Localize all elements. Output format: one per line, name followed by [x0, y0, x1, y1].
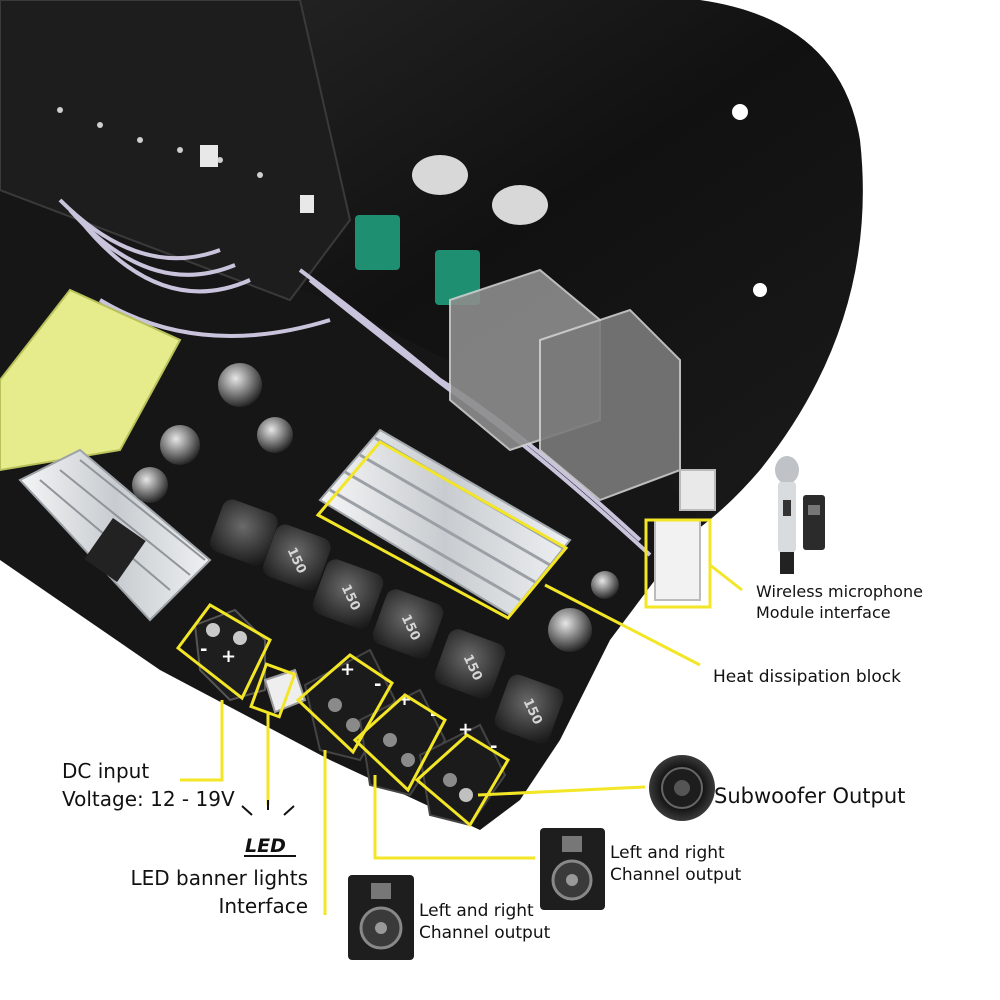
highlight-led	[249, 662, 297, 719]
highlight-ch2	[352, 693, 447, 793]
dc-input-label-line2: Voltage: 12 - 19V	[62, 787, 235, 811]
transformer	[0, 288, 182, 472]
display-board-dots	[57, 107, 314, 213]
channel-output-label-right: Left and right Channel output	[610, 842, 741, 886]
highlight-ch1	[295, 653, 394, 755]
heat-label-text: Heat dissipation block	[713, 667, 901, 687]
channel-output-right-line1: Left and right	[610, 843, 725, 863]
bookshelf-speaker-icon	[540, 828, 605, 910]
led-icon-text: LED	[245, 835, 286, 857]
plus-mark: +	[221, 646, 236, 667]
subwoofer-icon	[649, 755, 715, 821]
leader-subwoofer	[477, 785, 646, 797]
dc-input-label-line1: DC input	[62, 759, 150, 783]
highlight-wireless	[644, 518, 712, 609]
minus-mark: -	[200, 639, 207, 660]
channel-output-label-left: Left and right Channel output	[419, 900, 550, 944]
leader-dc	[180, 700, 224, 782]
channel-output-left-line2: Channel output	[419, 923, 551, 943]
bookshelf-speaker-icon	[348, 875, 414, 960]
mount-hole	[753, 283, 767, 297]
subwoofer-label: Subwoofer Output	[714, 782, 905, 811]
heat-dissipation-block	[318, 428, 572, 617]
wireless-label-line2: Module interface	[756, 603, 891, 622]
channel-output-left-line1: Left and right	[419, 901, 534, 921]
plus-mark: +	[397, 689, 412, 710]
leader-lines	[180, 563, 743, 915]
mount-hole	[732, 104, 748, 120]
capacitors	[132, 363, 619, 652]
heat-label: Heat dissipation block	[713, 666, 901, 688]
led-connector	[263, 668, 307, 714]
wireless-label-line1: Wireless microphone	[756, 582, 923, 601]
leader-wireless	[709, 563, 743, 592]
minus-mark: -	[490, 736, 497, 757]
wireless-module-connector	[654, 469, 716, 601]
minus-mark: -	[374, 674, 381, 695]
led-interface-label-line1: LED banner lights	[130, 866, 308, 890]
highlight-dc	[175, 603, 272, 701]
leader-heatsink	[544, 583, 701, 667]
highlight-heatsink	[315, 440, 569, 620]
inductors	[209, 499, 564, 744]
display-board	[0, 0, 352, 302]
wireless-microphone-icon	[775, 456, 825, 574]
potentiometers	[355, 155, 548, 305]
subwoofer-label-text: Subwoofer Output	[714, 784, 906, 808]
dc-input-terminal	[193, 608, 266, 702]
wireless-label: Wireless microphone Module interface	[756, 581, 923, 623]
led-interface-label: LED banner lights Interface	[122, 864, 308, 920]
highlight-boxes	[175, 440, 712, 828]
small-heatsink	[18, 448, 212, 622]
led-icon: LED	[241, 800, 296, 857]
dc-input-label: DC input Voltage: 12 - 19V	[62, 757, 235, 813]
ribbon-cables	[58, 198, 652, 557]
leader-ch2	[373, 775, 535, 860]
led-interface-label-line2: Interface	[218, 894, 308, 918]
relays	[449, 268, 681, 502]
highlight-ch3	[414, 733, 511, 828]
plus-mark: +	[340, 659, 355, 680]
channel-output-right-line2: Channel output	[610, 865, 742, 885]
